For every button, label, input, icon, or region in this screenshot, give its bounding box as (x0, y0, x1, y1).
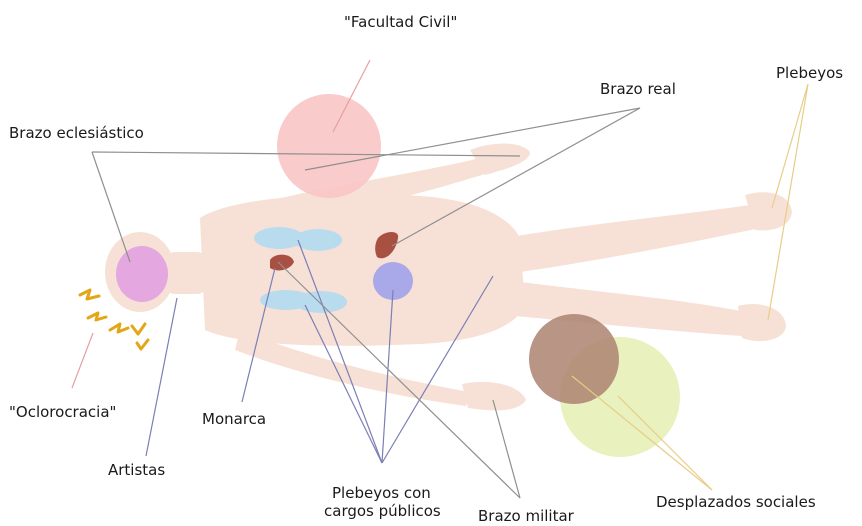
facultad-civil-circle (277, 94, 381, 198)
label-brazo-militar: Brazo militar (478, 507, 574, 525)
label-desplazados-sociales: Desplazados sociales (656, 493, 816, 511)
label-facultad-civil: "Facultad Civil" (344, 13, 457, 31)
head-circle (116, 246, 168, 302)
label-oclorocracia: "Oclorocracia" (9, 403, 116, 421)
label-plebeyos-cargos-line2: cargos públicos (324, 502, 441, 520)
brown-circle (529, 314, 619, 404)
label-brazo-eclesiastico: Brazo eclesiástico (9, 124, 144, 142)
leg-bottom (505, 280, 745, 336)
hand-bottom (462, 382, 526, 411)
body-silhouette (105, 144, 792, 411)
label-plebeyos-cargos-line1: Plebeyos con (332, 484, 431, 502)
neck (165, 252, 207, 294)
label-monarca: Monarca (202, 410, 266, 428)
leg-top (505, 205, 760, 272)
label-plebeyos: Plebeyos (776, 64, 843, 82)
label-artistas: Artistas (108, 461, 165, 479)
foot-bottom (738, 304, 786, 341)
label-brazo-real: Brazo real (600, 80, 676, 98)
